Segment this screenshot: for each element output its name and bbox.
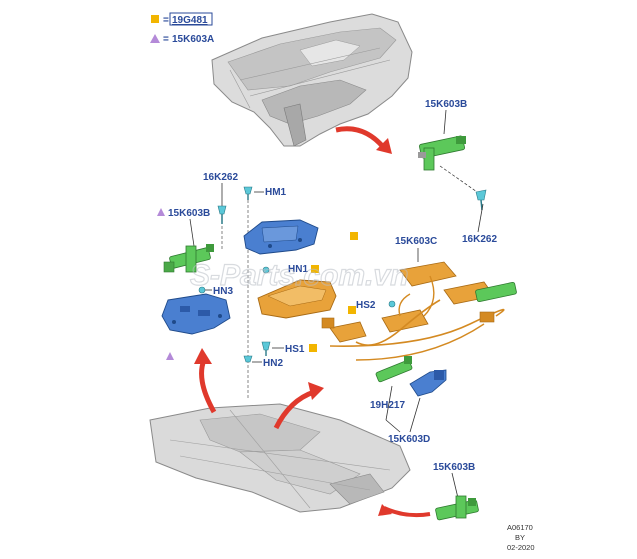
footer-by: BY	[515, 533, 525, 542]
triangle-marker-lower-icon	[166, 352, 174, 360]
label-19h217: 19H217	[370, 400, 405, 411]
top-module-15k603b	[418, 135, 466, 171]
legend-triangle-icon	[150, 34, 160, 43]
fastener-hs1-icon	[261, 341, 271, 356]
fastener-hs2-icon	[388, 300, 396, 308]
label-screw-right: 16K262	[462, 234, 497, 245]
label-module-d: 15K603D	[388, 434, 430, 445]
label-hs2: HS2	[356, 300, 376, 311]
footer: A06170 BY 02-2020	[507, 523, 535, 552]
left-module-15k603b	[163, 244, 214, 273]
legend-square-eq: =	[163, 15, 169, 26]
fastener-hn1-icon	[262, 266, 270, 274]
label-top-module-b: 15K603B	[425, 99, 467, 110]
fastener-hm1-icon	[243, 186, 253, 200]
legend-square-code[interactable]: 19G481	[172, 15, 208, 26]
legend-triangle-code[interactable]: 15K603A	[172, 34, 214, 45]
watermark: S-Parts.com.vn	[190, 259, 408, 292]
legend-triangle-eq: =	[163, 34, 169, 45]
screw-left-icon	[217, 205, 227, 224]
arrow-floor-to-module	[273, 389, 315, 430]
upper-bracket	[243, 219, 319, 255]
label-hm1: HM1	[265, 187, 287, 198]
footer-code: A06170	[507, 523, 533, 532]
arrow-dashboard-to-module	[335, 126, 386, 150]
marker-square-module	[348, 306, 356, 314]
label-screw-left: 16K262	[203, 172, 238, 183]
part-19h217	[375, 356, 413, 383]
marker-square-upper-bracket	[350, 232, 358, 240]
orange-control-module	[257, 279, 337, 319]
label-hn3: HN3	[213, 286, 233, 297]
label-hn1: HN1	[288, 264, 308, 275]
legend: = 19G481 = 15K603A	[150, 12, 214, 45]
marker-square-hn1	[311, 265, 319, 273]
arrow-floor-to-bracket	[199, 359, 217, 414]
label-hs1: HS1	[285, 344, 305, 355]
seat-sensor-harness	[321, 261, 517, 361]
dashboard-illustration	[211, 13, 413, 147]
label-left-module-b: 15K603B	[168, 208, 210, 219]
module-15k603d	[409, 369, 447, 397]
label-module-c: 15K603C	[395, 236, 437, 247]
fastener-hn2-icon	[243, 355, 253, 363]
marker-square-hs1	[309, 344, 317, 352]
bottom-module-15k603b	[435, 495, 479, 521]
arrow-floor-to-bottom-module	[383, 506, 431, 518]
floor-pan-illustration	[149, 403, 411, 513]
footer-date: 02-2020	[507, 543, 535, 552]
screw-right-icon	[475, 189, 487, 211]
label-bottom-module-b: 15K603B	[433, 462, 475, 473]
label-hn2: HN2	[263, 358, 283, 369]
triangle-marker-icon	[157, 208, 165, 216]
lower-bracket	[161, 293, 231, 335]
legend-square-icon	[151, 15, 159, 23]
